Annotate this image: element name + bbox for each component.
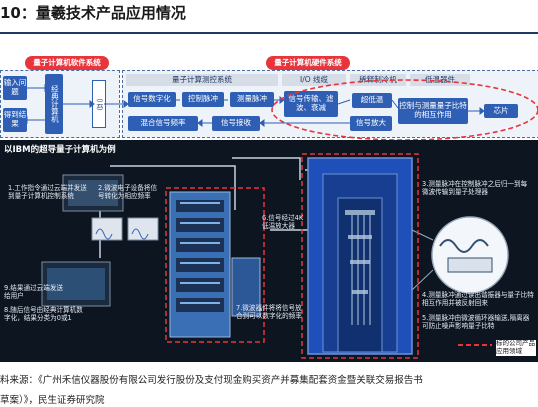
page-title: 10：量羲技术产品应用情况 (0, 4, 186, 22)
input-problem-box: 输入问题 (3, 76, 27, 100)
ibm-caption: 以IBM的超导量子计算机为例 (4, 145, 116, 155)
ibm-note-6: 6.信号经过4K低温放大器 (262, 214, 304, 231)
get-result-box: 得到结果 (3, 108, 27, 132)
measure-pulse-box: 测量脉冲 (230, 92, 274, 107)
source-line-2: 草案）》，民生证券研究院 (0, 395, 105, 406)
ibm-note-9: 9.结果通过云端发送给用户 (4, 284, 64, 301)
measure-control-header: 量子计算测控系统 (126, 74, 278, 86)
source-line-1: 料来源：《广州禾信仪器股份有限公司发行股份及支付现金购买资产并募集配套资金暨关联… (0, 375, 423, 386)
ibm-note-2: 2.微波电子设备将信号转化为相应频率 (98, 184, 158, 201)
ibm-note-4: 4.测量脉冲通过读出谐振器与量子比特相互作用并被反射回来 (422, 291, 534, 308)
signal-receive-box: 信号接收 (212, 116, 260, 131)
upper-connectors (22, 79, 538, 141)
chip-box: 芯片 (484, 104, 518, 118)
mixed-signal-box: 混合信号频率 (128, 116, 198, 131)
ibm-note-8: 8.随后信号由经典计算机数字化，结果分类为0或1 (4, 306, 83, 323)
ibm-note-7: 7.微波器件将将信号放合到可以数字化的频率 (236, 304, 302, 321)
ibm-note-5: 5.测量脉冲由微波循环器输送,隔离器可防止噪声影响量子比特 (422, 314, 530, 331)
ultra-low-temp-box: 超低温 (352, 93, 392, 108)
signal-transmit-box: 信号传输、滤波、衰减 (284, 91, 338, 117)
legend-label: 标的公司产品应用领域 (496, 339, 536, 356)
qubit-interaction-box: 控制与测量量子比特的相互作用 (398, 98, 468, 124)
hardware-system-label: 量子计算机硬件系统 (266, 56, 350, 70)
control-pulse-box: 控制脉冲 (182, 92, 224, 107)
title-rule (0, 32, 538, 34)
ibm-note-1: 1.工作指令通过云端并发送到量子计算机控制系统 (8, 184, 87, 201)
io-cable-header: I/O 线缆 (282, 74, 346, 86)
classic-computer-box: 经典计算机 (45, 74, 63, 134)
software-system-label: 量子计算机软件系统 (25, 56, 109, 70)
ibm-graphics (41, 153, 509, 359)
signal-digitize-box: 信号数字化 (128, 92, 176, 107)
signal-amplify-box: 信号放大 (350, 116, 392, 131)
ibm-note-3: 3.测量脉冲在控制脉冲之后归一到每微波传输到量子处理器 (422, 180, 528, 197)
